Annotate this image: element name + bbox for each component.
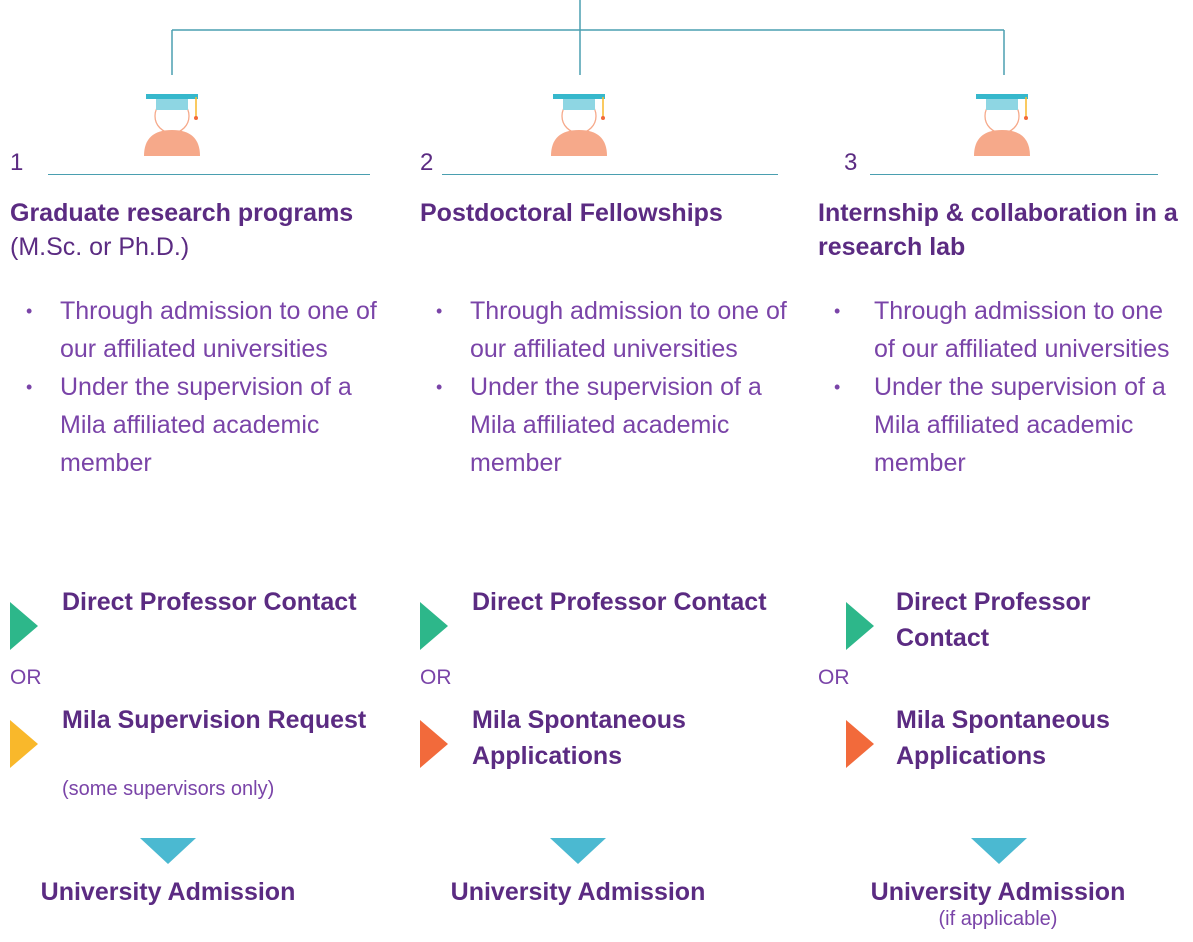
green-arrow-icon [10,602,38,650]
graduate-avatar-icon [551,94,607,156]
orange-arrow-icon [420,720,448,768]
outcome-note: (if applicable) [938,908,1058,930]
orange-arrow-icon [846,720,874,768]
list-item: • Through admission to one of our affilia… [818,292,1190,368]
outcome-label: University Admission [870,878,1126,906]
column-title: Postdoctoral Fellowships [420,196,790,230]
list-item: • Under the supervision of a Mila affilia… [818,368,1190,482]
bullet-icon: • [834,301,841,321]
path-option-note: (some supervisors only) [62,778,275,800]
step-number: 2 [420,149,434,176]
column-title: Graduate research programs (M.Sc. or Ph.… [10,196,380,264]
path-option-label: Direct Professor Contact [472,588,767,616]
list-item-text: Through admission to one of our affiliat… [874,297,1170,363]
green-arrow-icon [846,602,874,650]
path-option-1: Direct Professor Contact [420,584,790,664]
bullet-icon: • [834,377,841,397]
yellow-arrow-icon [10,720,38,768]
down-arrow-icon [971,838,1027,864]
list-item: • Through admission to one of our affilia… [420,292,790,368]
path-option-label: Mila Supervision Request [62,706,367,734]
path-option-1: Direct Professor Contact [818,584,1190,664]
outcome-label: University Admission [450,878,706,906]
step-number: 1 [10,149,24,176]
path-option-label: Direct Professor Contact [896,588,1091,652]
path-option-2: Mila Spontaneous Applications [818,702,1190,782]
path-column-1: 1 Graduate research programs (M.Sc. or P… [10,0,380,942]
requirements-list: • Through admission to one of our affilia… [10,292,380,482]
list-item: • Through admission to one of our affilia… [10,292,380,368]
tree-connector [171,0,1005,75]
path-option-2: Mila Supervision Request (some superviso… [10,702,380,800]
column-title-bold: Graduate research programs [10,199,354,227]
path-option-2: Mila Spontaneous Applications [420,702,790,782]
column-title-bold: Postdoctoral Fellowships [420,199,723,227]
bullet-icon: • [26,301,33,321]
path-column-2: 2 Postdoctoral Fellowships • Through admi… [420,0,790,942]
requirements-list: • Through admission to one of our affilia… [818,292,1190,482]
path-option-label: Mila Spontaneous Applications [472,706,686,770]
list-item: • Under the supervision of a Mila affilia… [10,368,380,482]
path-column-3: 3 Internship & collaboration in a resear… [818,0,1190,942]
path-option-label: Mila Spontaneous Applications [896,706,1110,770]
path-option-1: Direct Professor Contact [10,584,380,664]
or-label: OR [818,666,850,689]
column-title-note: (M.Sc. or Ph.D.) [10,233,190,261]
graduate-avatar-icon [144,94,200,156]
bullet-icon: • [26,377,33,397]
outcome-label: University Admission [40,878,296,906]
list-item-text: Through admission to one of our affiliat… [60,297,377,363]
or-label: OR [420,666,452,689]
bullet-icon: • [436,377,443,397]
column-title-bold: Internship & collaboration in a research… [818,199,1178,261]
divider [442,174,778,175]
list-item-text: Under the supervision of a Mila affiliat… [60,373,352,477]
green-arrow-icon [420,602,448,650]
column-title: Internship & collaboration in a research… [818,196,1190,264]
list-item: • Under the supervision of a Mila affilia… [420,368,790,482]
requirements-list: • Through admission to one of our affilia… [420,292,790,482]
path-option-label: Direct Professor Contact [62,588,357,616]
or-label: OR [10,666,42,689]
down-arrow-icon [550,838,606,864]
list-item-text: Under the supervision of a Mila affiliat… [470,373,762,477]
down-arrow-icon [140,838,196,864]
bullet-icon: • [436,301,443,321]
divider [48,174,370,175]
graduate-avatar-icon [974,94,1030,156]
step-number: 3 [844,149,858,176]
divider [870,174,1158,175]
list-item-text: Under the supervision of a Mila affiliat… [874,373,1166,477]
list-item-text: Through admission to one of our affiliat… [470,297,787,363]
